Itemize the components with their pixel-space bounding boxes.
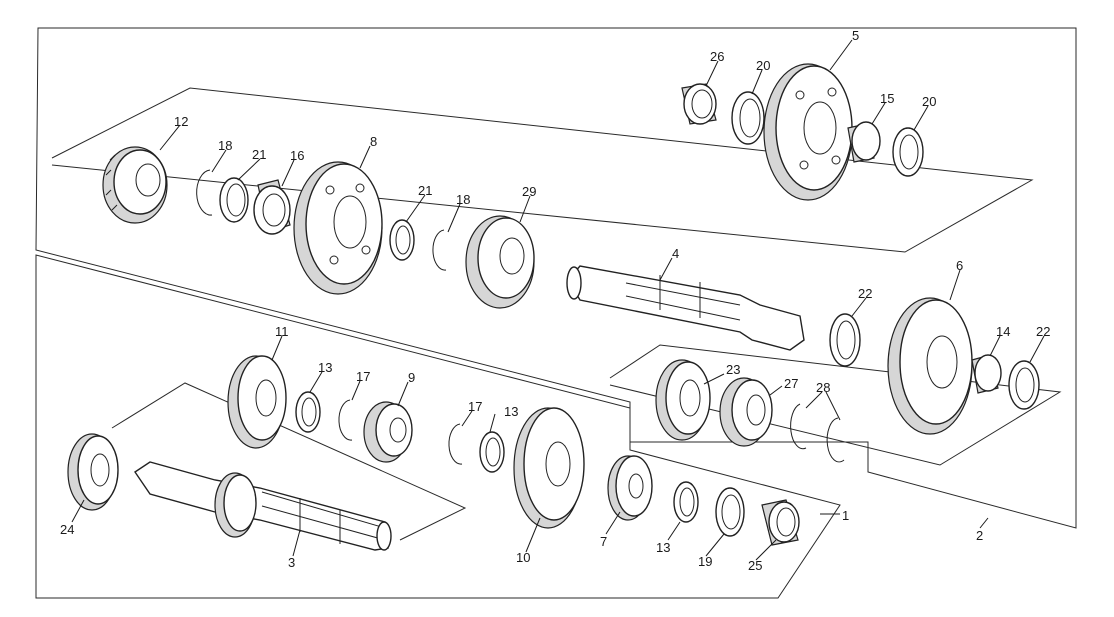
callout-7: 7 bbox=[600, 534, 607, 549]
callout-8: 8 bbox=[370, 134, 377, 149]
callout-13-c: 13 bbox=[656, 540, 670, 555]
callout-19: 19 bbox=[698, 554, 712, 569]
part-20-washer bbox=[731, 91, 765, 145]
part-17-circlip bbox=[338, 399, 353, 441]
part-13-washer-c bbox=[673, 481, 699, 523]
upper-shaft-group-outline bbox=[51, 87, 1034, 253]
part-13-washer bbox=[295, 391, 321, 433]
assembly-frame-lower bbox=[35, 254, 841, 599]
part-10-gear bbox=[513, 407, 585, 529]
callout-1: 1 bbox=[842, 508, 849, 523]
callout-25: 25 bbox=[748, 558, 762, 573]
part-5-gear bbox=[763, 63, 853, 201]
callout-14: 14 bbox=[996, 324, 1010, 339]
part-7-gear bbox=[607, 455, 653, 521]
bearing-group-outline bbox=[609, 344, 1062, 466]
part-24-ball-bearing bbox=[67, 433, 119, 511]
part-3-lay-shaft bbox=[134, 461, 392, 551]
callout-16: 16 bbox=[290, 148, 304, 163]
part-14-bushing bbox=[971, 354, 1002, 394]
callout-6: 6 bbox=[956, 258, 963, 273]
callout-29: 29 bbox=[522, 184, 536, 199]
part-13-washer-b bbox=[479, 431, 505, 473]
part-29-gear bbox=[465, 215, 535, 309]
part-6-gear bbox=[887, 297, 973, 435]
part-20-washer-b bbox=[892, 127, 924, 177]
part-15-bushing bbox=[847, 121, 881, 163]
callout-18-b: 18 bbox=[456, 192, 470, 207]
part-19-washer bbox=[715, 487, 745, 537]
callout-5: 5 bbox=[852, 28, 859, 43]
callout-12: 12 bbox=[174, 114, 188, 129]
callout-labels: 1 2 3 4 5 6 7 8 9 10 11 12 13 13 13 14 1… bbox=[60, 28, 1050, 573]
callout-21-b: 21 bbox=[418, 183, 432, 198]
part-21-washer bbox=[219, 177, 249, 223]
callout-13-b: 13 bbox=[504, 404, 518, 419]
callout-26: 26 bbox=[710, 49, 724, 64]
part-11-gear bbox=[227, 355, 287, 449]
callout-4: 4 bbox=[672, 246, 679, 261]
callout-10: 10 bbox=[516, 550, 530, 565]
callout-18-a: 18 bbox=[218, 138, 232, 153]
callout-3: 3 bbox=[288, 555, 295, 570]
callout-13-a: 13 bbox=[318, 360, 332, 375]
part-4-main-shaft bbox=[566, 265, 805, 351]
part-12-gear bbox=[102, 146, 168, 224]
part-26-needle-bearing bbox=[681, 83, 717, 125]
part-8-gear bbox=[293, 161, 383, 295]
callout-leaders bbox=[71, 39, 1045, 561]
part-16-bushing bbox=[253, 179, 291, 235]
lower-shaft-group-outline bbox=[111, 382, 467, 541]
callout-21-a: 21 bbox=[252, 147, 266, 162]
callout-11: 11 bbox=[275, 324, 289, 339]
part-17-circlip-b bbox=[448, 423, 463, 465]
callout-20-a: 20 bbox=[756, 58, 770, 73]
callout-24: 24 bbox=[60, 522, 74, 537]
part-21-washer-b bbox=[389, 219, 415, 261]
callout-17-b: 17 bbox=[468, 399, 482, 414]
part-22-washer bbox=[829, 313, 861, 367]
callout-17-a: 17 bbox=[356, 369, 370, 384]
part-27-oil-seal bbox=[719, 377, 773, 447]
part-25-needle-bearing bbox=[761, 499, 800, 546]
part-18-circlip bbox=[196, 169, 213, 216]
part-28-circlip bbox=[790, 403, 845, 463]
callout-28: 28 bbox=[816, 380, 830, 395]
callout-15: 15 bbox=[880, 91, 894, 106]
part-18-circlip-b bbox=[432, 229, 447, 271]
assembly-frame-upper bbox=[35, 27, 1077, 529]
callout-9: 9 bbox=[408, 370, 415, 385]
callout-22-a: 22 bbox=[858, 286, 872, 301]
part-22-washer-b bbox=[1008, 360, 1040, 410]
callout-27: 27 bbox=[784, 376, 798, 391]
part-23-ball-bearing bbox=[655, 359, 711, 441]
callout-20-b: 20 bbox=[922, 94, 936, 109]
callout-22-b: 22 bbox=[1036, 324, 1050, 339]
callout-2: 2 bbox=[976, 528, 983, 543]
callout-23: 23 bbox=[726, 362, 740, 377]
part-9-sliding-gear bbox=[363, 401, 413, 463]
